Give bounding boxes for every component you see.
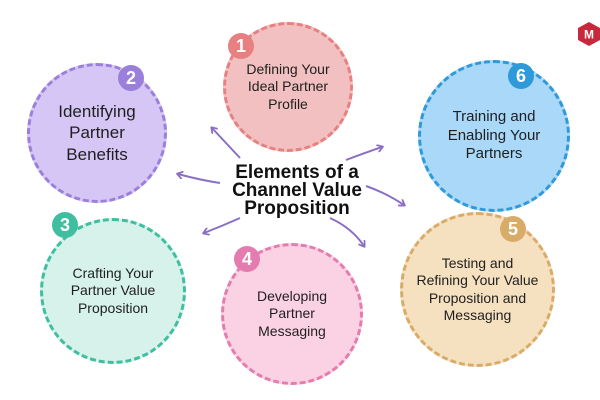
step-2-circle: Identifying Partner Benefits (27, 63, 167, 203)
step-4-number-badge: 4 (234, 246, 260, 272)
diagram-title: Elements of a Channel Value Proposition (222, 162, 372, 220)
arrow-to-node-5 (365, 185, 404, 205)
brand-logo-icon: M (578, 22, 600, 46)
svg-text:M: M (584, 28, 594, 42)
step-3-label: Crafting Your Partner Value Proposition (70, 264, 156, 316)
step-6-circle: Training and Enabling Your Partners (418, 60, 570, 212)
step-6-label: Training and Enabling Your Partners (447, 107, 541, 163)
step-5-number-badge: 5 (500, 216, 526, 242)
step-5-circle: Testing and Refining Your Value Proposit… (400, 212, 555, 367)
step-1-number-badge: 1 (228, 33, 254, 59)
step-1-label: Defining Your Ideal Partner Profile (246, 60, 330, 112)
arrow-to-node-3 (204, 217, 241, 233)
step-4-label: Developing Partner Messaging (256, 287, 328, 339)
step-6-number-badge: 6 (508, 63, 534, 89)
step-3-circle: Crafting Your Partner Value Proposition (40, 218, 186, 364)
step-2-number-badge: 2 (118, 65, 144, 91)
arrow-to-node-2 (178, 174, 221, 184)
step-3-number-badge: 3 (52, 212, 78, 238)
arrow-to-node-1 (212, 128, 241, 159)
step-2-label: Identifying Partner Benefits (58, 102, 136, 164)
arrow-to-node-4 (329, 217, 364, 246)
title-line-1: Elements of a (235, 162, 359, 183)
title-line-2: Channel Value (232, 180, 362, 202)
title-line-3: Proposition (244, 198, 350, 220)
step-5-label: Testing and Refining Your Value Proposit… (416, 254, 539, 324)
arrow-to-node-6 (345, 147, 382, 161)
